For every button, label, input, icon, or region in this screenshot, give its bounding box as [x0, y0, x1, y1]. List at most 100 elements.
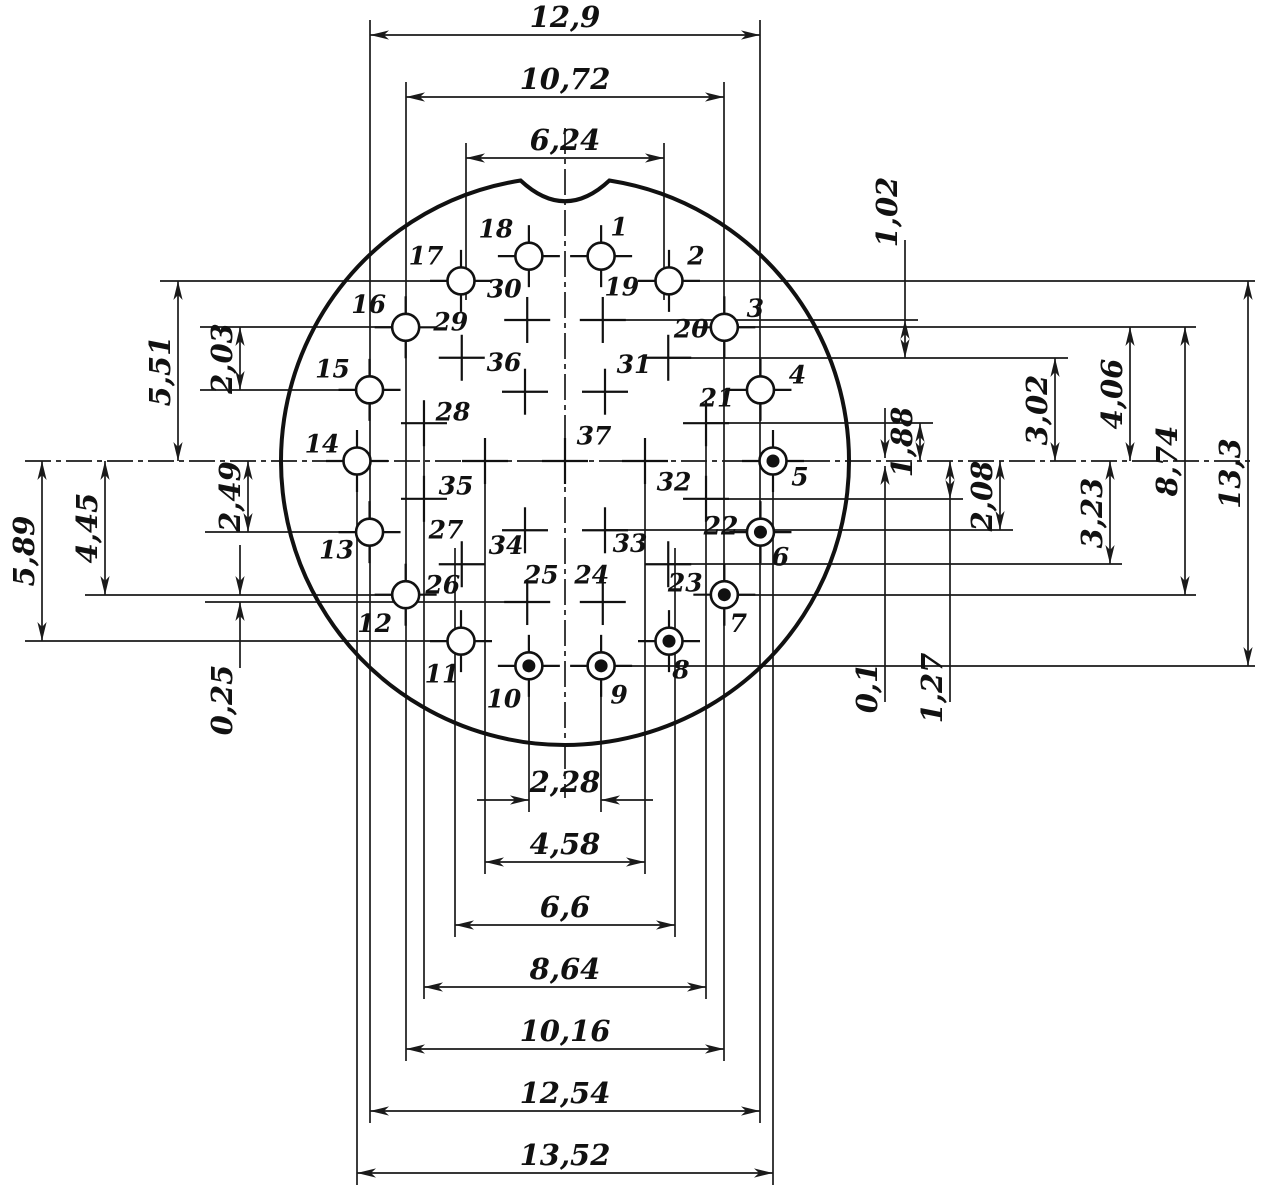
pin-solder-dot — [662, 634, 676, 648]
pin-label-2: 2 — [686, 241, 704, 270]
dim-right-9: 1,27 — [915, 461, 955, 723]
pin-35: 35 — [439, 438, 508, 501]
dimension-arrowhead — [235, 327, 245, 346]
pin-label-24: 24 — [573, 561, 609, 590]
dim-left-5: 0,25 — [205, 545, 245, 735]
pin-18: 18 — [478, 215, 560, 288]
dimension-arrowhead — [1050, 358, 1060, 377]
dimension-arrowhead — [370, 30, 389, 40]
pin-1: 1 — [570, 213, 633, 288]
dimension-arrowhead — [100, 461, 110, 480]
dimension-arrowhead — [173, 281, 183, 300]
dimension-arrowhead — [741, 1106, 760, 1116]
dim-left-4: 5,89 — [7, 461, 47, 641]
dimension-arrowhead — [235, 602, 245, 621]
pin-15: 15 — [315, 354, 401, 421]
pin-28: 28 — [400, 398, 470, 447]
dimension-arrowhead — [915, 442, 925, 461]
pin-label-32: 32 — [657, 468, 692, 497]
dimension-arrowhead — [645, 153, 664, 163]
dimension-arrowhead — [900, 320, 910, 339]
dimension-arrowhead — [235, 576, 245, 595]
dimensions: 12,910,726,242,284,586,68,6410,1612,5413… — [7, 0, 1253, 1178]
pin-30: 30 — [487, 274, 551, 343]
pin-23: 23 — [645, 541, 703, 598]
pin-label-8: 8 — [671, 656, 689, 685]
pin-16: 16 — [351, 290, 437, 359]
dimension-label: 6,6 — [540, 890, 590, 924]
dimension-arrowhead — [626, 857, 645, 867]
dimension-label: 2,03 — [205, 323, 239, 395]
pin-label-31: 31 — [617, 350, 652, 379]
dimension-arrowhead — [945, 480, 955, 499]
pin-5: 5 — [742, 430, 809, 492]
dimension-arrowhead — [455, 920, 474, 930]
pin-label-18: 18 — [478, 215, 513, 244]
dim-right-8: 0,1 — [850, 408, 890, 713]
pin-solder-dot — [753, 525, 767, 539]
dimension-arrowhead — [1105, 461, 1115, 480]
dim-left-2: 2,49 — [213, 461, 253, 533]
dimension-arrowhead — [705, 92, 724, 102]
dim-left-1: 2,03 — [205, 323, 245, 395]
dim-right-4: 2,08 — [965, 461, 1005, 532]
pin-socket-circle — [446, 626, 476, 656]
dimension-arrowhead — [1243, 281, 1253, 300]
pin-label-5: 5 — [791, 463, 808, 492]
dim-right-3: 1,88 — [885, 407, 925, 477]
pin-10: 10 — [486, 634, 560, 713]
dimension-arrowhead — [1125, 442, 1135, 461]
dimension-arrowhead — [1105, 545, 1115, 564]
dimension-arrowhead — [235, 371, 245, 390]
pin-label-26: 26 — [424, 571, 460, 600]
dimension-label: 0,1 — [850, 663, 884, 713]
pin-label-14: 14 — [305, 430, 340, 459]
dim-bottom-5: 12,54 — [370, 1076, 760, 1116]
dim-top-2: 6,24 — [466, 123, 664, 163]
dimension-label: 8,64 — [529, 952, 601, 986]
pin-label-10: 10 — [486, 684, 521, 713]
dimension-label: 2,28 — [529, 765, 601, 799]
dimension-label: 4,45 — [70, 493, 104, 564]
dimension-arrowhead — [687, 982, 706, 992]
dimension-arrowhead — [424, 982, 443, 992]
pin-label-27: 27 — [428, 515, 464, 544]
dimension-label: 8,74 — [1150, 426, 1184, 498]
pin-label-11: 11 — [425, 660, 460, 689]
dimension-label: 13,52 — [520, 1138, 611, 1172]
dimension-arrowhead — [406, 92, 425, 102]
dimension-label: 4,06 — [1095, 359, 1129, 430]
pin-29: 29 — [432, 307, 485, 381]
dimension-arrowhead — [705, 1044, 724, 1054]
dimension-arrowhead — [1050, 442, 1060, 461]
dim-right-2: 3,02 — [1020, 358, 1060, 461]
pin-31: 31 — [582, 350, 651, 415]
dimension-label: 13,3 — [1213, 438, 1247, 509]
dimension-arrowhead — [100, 576, 110, 595]
pin-label-30: 30 — [487, 274, 522, 303]
pin-label-3: 3 — [747, 294, 764, 323]
dimension-arrowhead — [173, 442, 183, 461]
pin-solder-dot — [717, 588, 731, 602]
dimension-arrowhead — [243, 513, 253, 532]
pin-7: 7 — [693, 563, 756, 638]
dimension-arrowhead — [357, 1168, 376, 1178]
dim-right-6: 8,74 — [1150, 327, 1190, 595]
pin-9: 9 — [570, 634, 633, 709]
dimension-label: 3,23 — [1075, 478, 1109, 549]
dim-bottom-3: 8,64 — [424, 952, 706, 992]
pin-11: 11 — [425, 610, 492, 689]
pin-label-16: 16 — [351, 290, 386, 319]
pin-socket-circle — [514, 241, 544, 271]
dimension-arrowhead — [243, 461, 253, 480]
pin-label-17: 17 — [409, 241, 444, 270]
pin-socket-circle — [390, 312, 421, 343]
dimension-label: 5,89 — [7, 516, 41, 587]
pin-label-20: 20 — [673, 314, 709, 343]
pin-20: 20 — [645, 314, 709, 381]
pin-solder-dot — [766, 454, 780, 468]
dimension-arrowhead — [995, 511, 1005, 530]
pin-socket-circle — [390, 579, 421, 610]
pin-socket-circle — [654, 266, 684, 296]
